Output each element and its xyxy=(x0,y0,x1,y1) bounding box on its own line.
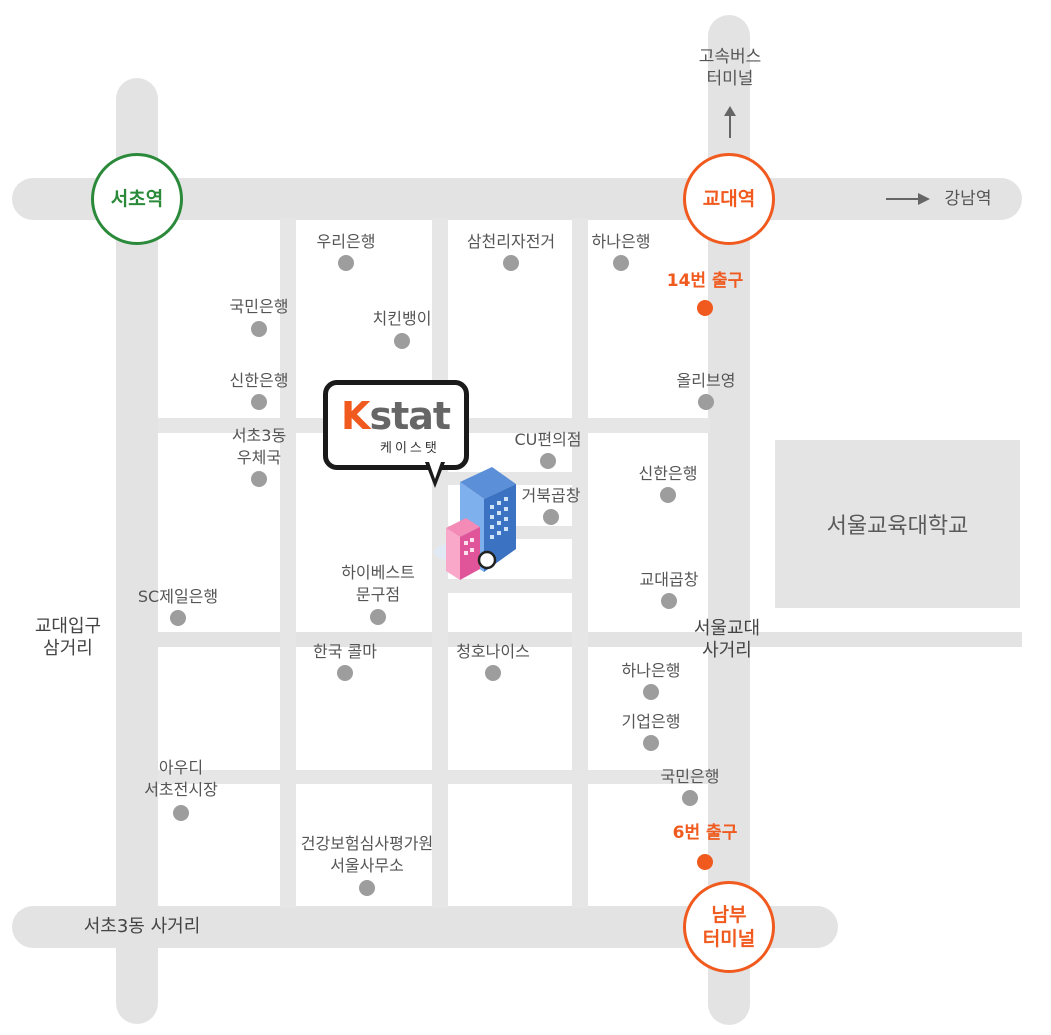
landmark-label: 국민은행 xyxy=(660,767,720,786)
arrow-up-icon xyxy=(724,106,736,138)
landmark-dot xyxy=(170,610,186,626)
landmark-dot xyxy=(613,255,629,271)
exit-14-marker xyxy=(697,300,713,316)
landmark-dot xyxy=(394,333,410,349)
gyodae-ipgu-label: 교대입구 삼거리 xyxy=(34,616,102,659)
landmark-dot xyxy=(370,609,386,625)
landmark-label: 국민은행 xyxy=(229,297,289,316)
landmark-dot xyxy=(643,684,659,700)
kstat-logo-k: K xyxy=(341,394,370,438)
landmark-label: 아우디 서초전시장 xyxy=(144,758,218,799)
landmark-label: 삼천리자전거 xyxy=(466,232,556,251)
gangnam-label: 강남역 xyxy=(944,189,992,209)
landmark-label: 한국 콜마 xyxy=(313,642,377,661)
express-terminal-label: 고속버스 터미널 xyxy=(698,47,762,89)
station-gyodae-label: 교대역 xyxy=(702,188,756,210)
landmark-label: 하이베스트 문구점 xyxy=(341,563,415,604)
landmark-dot xyxy=(643,735,659,751)
station-nambu-label: 남부 터미널 xyxy=(702,904,756,950)
landmark-label: SC제일은행 xyxy=(137,587,219,606)
arrow-right-icon xyxy=(886,193,930,205)
landmark-label: 올리브영 xyxy=(676,371,736,390)
callout-tail-inner xyxy=(429,462,441,479)
landmark-label: 교대곱창 xyxy=(639,570,699,589)
landmark-dot xyxy=(661,593,677,609)
landmark-label: 우리은행 xyxy=(316,232,376,251)
kstat-callout xyxy=(323,380,469,470)
seoul-national-univ-of-education: 서울교육대학교 xyxy=(775,440,1020,608)
station-nambu-terminal: 남부 터미널 xyxy=(683,881,775,973)
kstat-logo-subtitle: 케이스탯 xyxy=(380,441,440,456)
landmark-label: 기업은행 xyxy=(621,712,681,731)
landmark-dot xyxy=(251,471,267,487)
campus-label: 서울교육대학교 xyxy=(826,514,969,539)
station-seocho: 서초역 xyxy=(91,153,183,245)
landmark-dot xyxy=(251,394,267,410)
street-h2 xyxy=(158,770,710,784)
kstat-logo-text: stat xyxy=(369,394,451,438)
landmark-dot xyxy=(337,665,353,681)
landmark-dot xyxy=(503,255,519,271)
landmark-dot xyxy=(251,321,267,337)
landmark-dot xyxy=(173,805,189,821)
landmark-dot xyxy=(660,487,676,503)
road-middle xyxy=(158,632,1022,647)
street-v3 xyxy=(572,218,588,908)
landmark-label: 거북곱창 xyxy=(521,486,581,505)
alley-3 xyxy=(448,579,572,593)
landmark-dot xyxy=(485,665,501,681)
landmark-dot xyxy=(698,394,714,410)
station-gyodae: 교대역 xyxy=(683,153,775,245)
location-pin-icon xyxy=(477,550,497,570)
exit-6-label: 6번 출구 xyxy=(672,823,738,843)
exit-14-label: 14번 출구 xyxy=(666,271,744,291)
landmark-dot xyxy=(682,790,698,806)
landmark-dot xyxy=(338,255,354,271)
landmark-dot xyxy=(543,509,559,525)
landmark-label: CU편의점 xyxy=(514,430,582,449)
seocho3-crossroad-label: 서초3동 사거리 xyxy=(83,916,201,937)
landmark-dot xyxy=(540,453,556,469)
station-seocho-label: 서초역 xyxy=(110,188,164,210)
seoul-edu-crossroad-label: 서울교대 사거리 xyxy=(693,618,761,661)
kstat-logo: Kstat xyxy=(341,394,451,438)
landmark-label: 치킨뱅이 xyxy=(372,309,432,328)
landmark-label: 서초3동 우체국 xyxy=(231,426,287,467)
landmark-dot xyxy=(359,880,375,896)
landmark-label: 하나은행 xyxy=(621,661,681,680)
landmark-label: 청호나이스 xyxy=(456,642,530,661)
landmark-label: 신한은행 xyxy=(638,464,698,483)
street-v1 xyxy=(280,218,296,908)
landmark-label: 신한은행 xyxy=(229,371,289,390)
exit-6-marker xyxy=(697,854,713,870)
landmark-label: 건강보험심사평가원 서울사무소 xyxy=(300,834,434,875)
landmark-label: 하나은행 xyxy=(591,232,651,251)
